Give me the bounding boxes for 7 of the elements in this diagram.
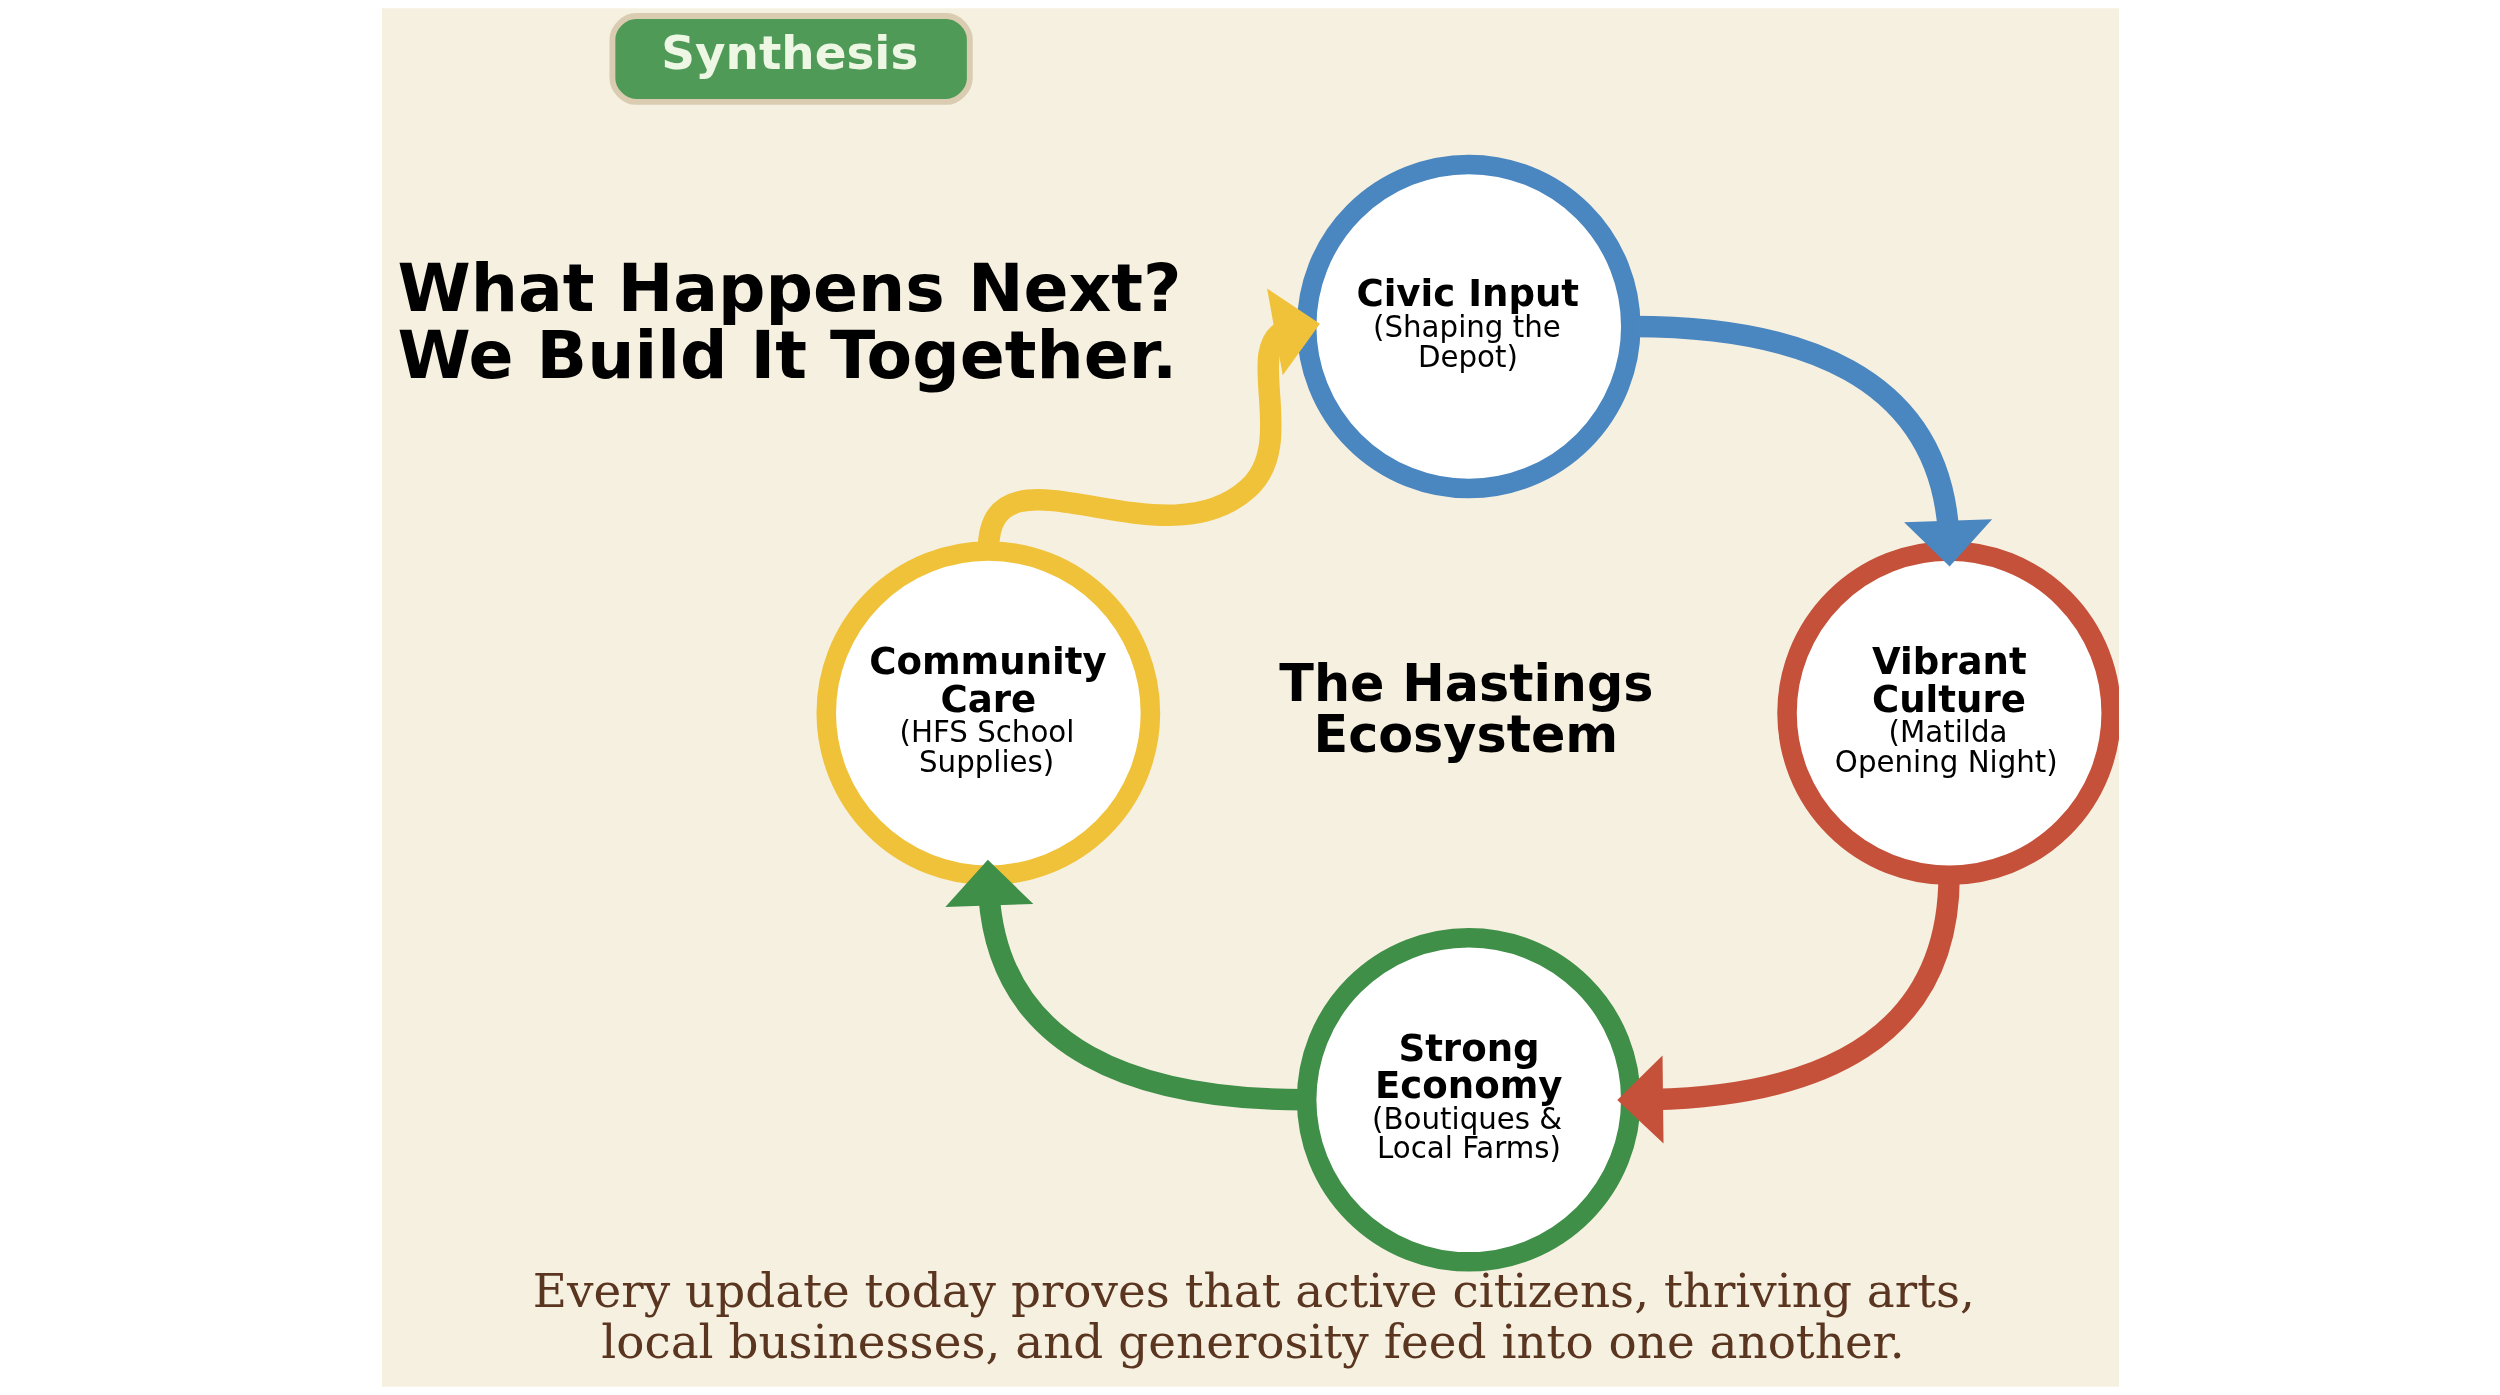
- node-circle: Strong Economy (Boutiques & Local Farms): [1296, 927, 1641, 1272]
- node-circle: Vibrant Culture (Matilda Opening Night): [1776, 541, 2119, 885]
- diagram-title: What Happens Next? We Build It Together.: [397, 249, 1182, 394]
- node-circle: Community Care (HFS School Supplies): [816, 541, 1160, 885]
- label: The Hastings Ecosystem: [1278, 654, 1654, 764]
- node-circle: Civic Input (Shaping the Depot): [1296, 154, 1641, 499]
- node-box: Synthesis: [609, 13, 973, 105]
